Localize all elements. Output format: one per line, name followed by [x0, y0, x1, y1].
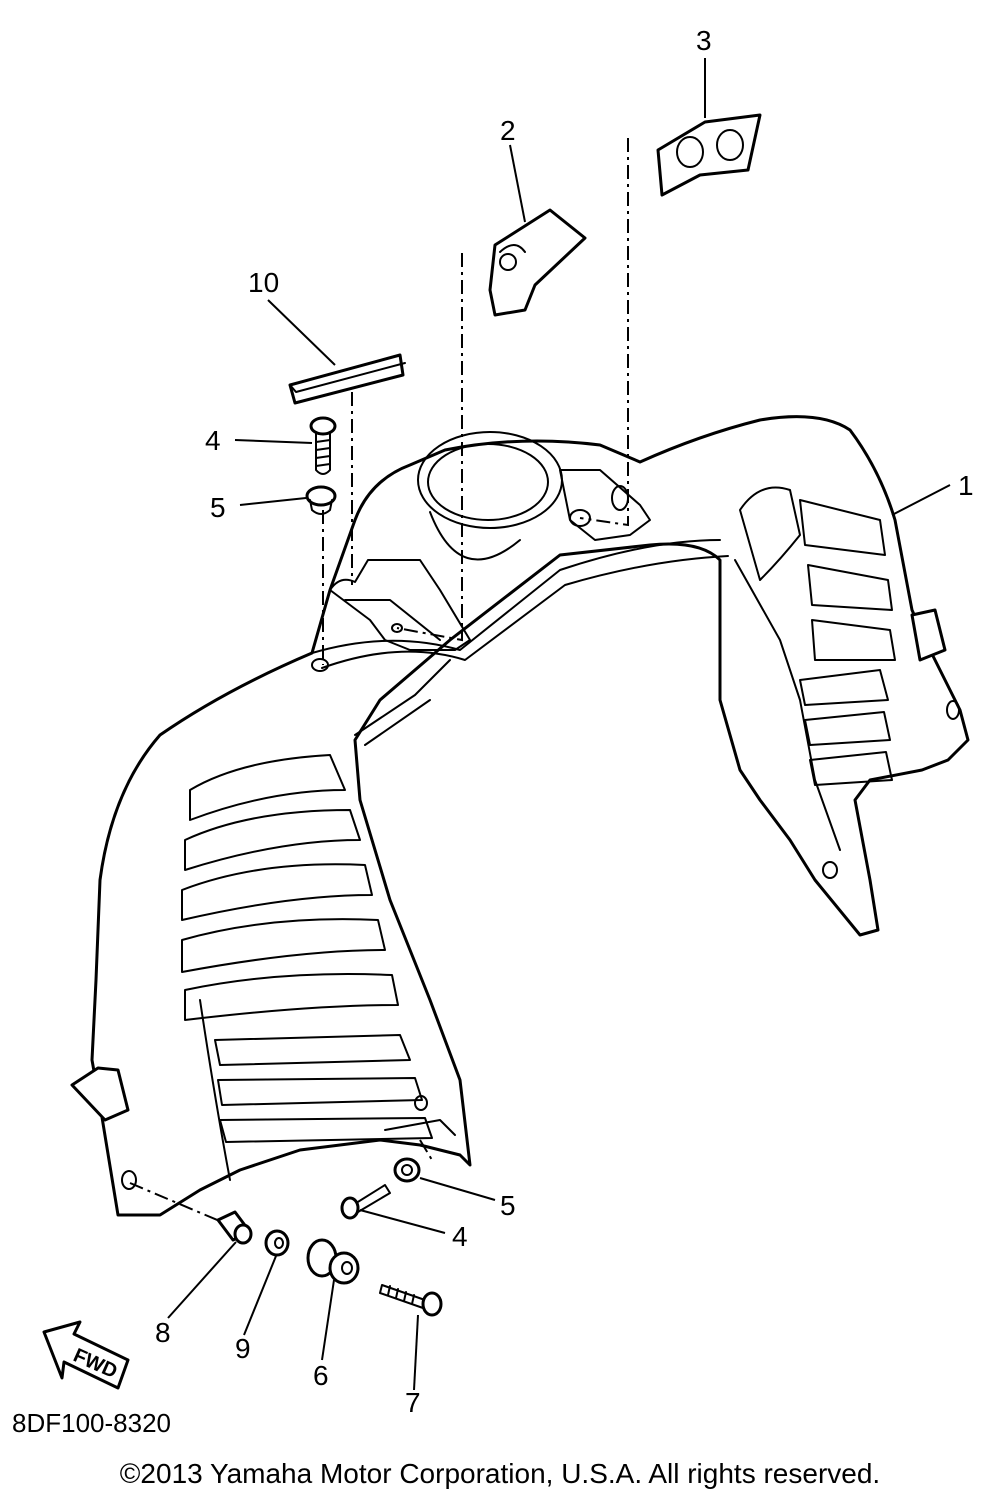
- assembly-lines: [129, 138, 629, 1223]
- copyright-notice: ©2013 Yamaha Motor Corporation, U.S.A. A…: [119, 1458, 881, 1489]
- callout-8: 8: [155, 1317, 171, 1348]
- part-8-collar: [216, 1210, 253, 1245]
- part-6-grommet: [306, 1238, 360, 1285]
- callout-10: 10: [248, 267, 279, 298]
- callout-4-lower: 4: [452, 1221, 468, 1252]
- part-3-plate: [656, 113, 762, 197]
- part-1-cover: [70, 415, 970, 1217]
- callout-1: 1: [958, 470, 974, 501]
- part-9-washer: [264, 1229, 290, 1257]
- callout-5-lower: 5: [500, 1190, 516, 1221]
- part-4-screw-upper: [309, 416, 337, 475]
- callout-2: 2: [500, 115, 516, 146]
- diagram-code: 8DF100-8320: [12, 1408, 171, 1438]
- callout-6: 6: [313, 1360, 329, 1391]
- leader-lines: [167, 58, 951, 1391]
- callout-9: 9: [235, 1333, 251, 1364]
- part-5-grommet-upper: [305, 485, 337, 515]
- callout-5-upper: 5: [210, 492, 226, 523]
- part-7-bolt: [379, 1284, 443, 1317]
- part-5-grommet-lower: [393, 1157, 421, 1183]
- part-10-strip: [288, 353, 406, 405]
- callout-numbers: 1 2 3 10 4 5 5 4 8 9 6 7: [155, 25, 974, 1418]
- callout-4-upper: 4: [205, 425, 221, 456]
- fwd-arrow-icon: FWD: [42, 1320, 130, 1390]
- callout-7: 7: [405, 1387, 421, 1418]
- callout-3: 3: [696, 25, 712, 56]
- part-2-plate: [488, 208, 587, 317]
- part-4-screw-lower: [340, 1184, 391, 1220]
